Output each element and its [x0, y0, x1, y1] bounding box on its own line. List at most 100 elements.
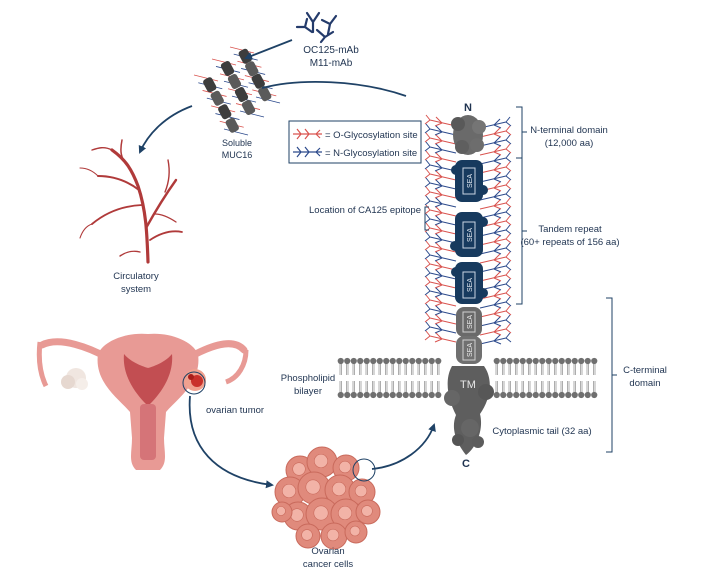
cancer-cell-nucleus — [331, 481, 347, 497]
glycan-tip — [505, 215, 512, 226]
lipid-head — [493, 391, 500, 399]
glycan-tip — [424, 267, 431, 278]
lipid-head — [389, 391, 396, 399]
glycan-fork — [434, 242, 443, 253]
lipid-head — [578, 357, 585, 365]
arrow-membrane-to-soluble — [261, 81, 407, 97]
n-terminal-domain-label: N-terminal domain — [530, 125, 608, 136]
lipid-head — [558, 357, 565, 365]
lipid-head — [493, 357, 500, 365]
glycan-fork — [493, 181, 502, 192]
tm-label: TM — [460, 379, 476, 391]
soluble-domain — [245, 61, 259, 77]
glycan-fork — [434, 296, 443, 307]
glycan-tip — [424, 141, 431, 152]
glycan-fork — [493, 253, 502, 264]
c-terminus-label: C — [462, 458, 470, 470]
lipid-head — [591, 391, 598, 399]
glycan-fork — [493, 280, 502, 291]
soluble-glycan — [193, 74, 219, 82]
lipid-head — [506, 391, 513, 399]
lipid-head — [350, 357, 357, 365]
ovarian-cancer-cell-cluster — [271, 446, 381, 550]
glycan-tip — [424, 258, 431, 269]
lipid-head — [435, 357, 442, 365]
glycan-branch — [429, 326, 457, 334]
glycan-branch — [429, 155, 457, 163]
soluble-glycan — [229, 46, 255, 54]
lipid-head — [344, 357, 351, 365]
glycan-branch — [479, 166, 507, 174]
glycan-branch — [479, 256, 507, 264]
lipid-head — [402, 391, 409, 399]
glycan-tip — [505, 161, 512, 172]
lipid-head — [532, 357, 539, 365]
lipid-head — [363, 391, 370, 399]
soluble-domain — [210, 90, 224, 106]
glycan-tip — [424, 204, 431, 215]
cancer-cell-nucleus — [276, 506, 286, 516]
lipid-head — [376, 391, 383, 399]
lipid-head — [500, 391, 507, 399]
glycan-tip — [424, 231, 431, 242]
glycan-fork — [493, 226, 502, 237]
glycan-fork — [434, 116, 443, 127]
n-glycosylation-legend-label: = N-Glycosylation site — [325, 148, 417, 159]
cancer-cells-label: cancer cells — [303, 559, 353, 570]
lipid-head — [526, 357, 533, 365]
glycan-branch — [429, 263, 457, 271]
glycan-tip — [424, 177, 431, 188]
glycan-fork — [434, 323, 443, 334]
lipid-head — [337, 391, 344, 399]
soluble-label: Soluble — [222, 138, 252, 148]
glycan-branch — [479, 265, 507, 273]
antibody-icons — [295, 11, 338, 44]
tandem-repeat-block-1 — [451, 160, 488, 202]
glycan-fork — [434, 215, 443, 226]
sea-label-5: SEA — [467, 343, 474, 357]
glycan-fork — [434, 161, 443, 172]
lipid-head — [532, 391, 539, 399]
glycan-fork — [434, 305, 443, 316]
lipid-head — [539, 391, 546, 399]
lipid-head — [584, 391, 591, 399]
glycan-branch — [479, 328, 507, 336]
glycan-fork — [493, 208, 502, 219]
lipid-head — [565, 357, 572, 365]
lipid-head — [415, 391, 422, 399]
soluble-glycan — [223, 128, 249, 136]
sea-domain-gray-2 — [456, 336, 482, 364]
glycan-branch — [479, 310, 507, 318]
soluble-domain — [220, 61, 235, 76]
glycan-branch — [429, 281, 457, 289]
lipid-head — [415, 357, 422, 365]
glycan-tip — [424, 321, 431, 332]
oc125-mab-label: OC125-mAb — [303, 45, 359, 56]
lipid-head — [344, 391, 351, 399]
glycan-branch — [429, 182, 457, 190]
lipid-head — [571, 357, 578, 365]
o-glycan-legend-icon — [293, 128, 322, 140]
cancer-cell-nucleus — [354, 484, 368, 498]
tandem-repeat-size-label: (60+ repeats of 156 aa) — [520, 237, 619, 248]
lipid-head — [500, 357, 507, 365]
glycan-fork — [434, 278, 443, 289]
soluble-domain — [225, 117, 239, 133]
lipid-head — [539, 357, 546, 365]
glycan-tip — [505, 170, 512, 181]
glycan-tip — [505, 314, 512, 325]
lipid-head — [513, 357, 520, 365]
glycan-branch — [479, 301, 507, 309]
glycan-branch — [429, 128, 457, 136]
glycan-tip — [424, 222, 431, 233]
glycan-fork — [493, 127, 502, 138]
phospholipid-label: Phospholipid — [281, 373, 335, 384]
cancer-cell-nucleus — [361, 505, 373, 517]
glycan-branch — [479, 274, 507, 282]
lipid-head — [370, 357, 377, 365]
glycan-fork — [434, 251, 443, 262]
glycan-tip — [505, 287, 512, 298]
n-glycan-legend-icon — [293, 146, 322, 158]
glycan-fork — [434, 287, 443, 298]
glycan-fork — [493, 325, 502, 336]
